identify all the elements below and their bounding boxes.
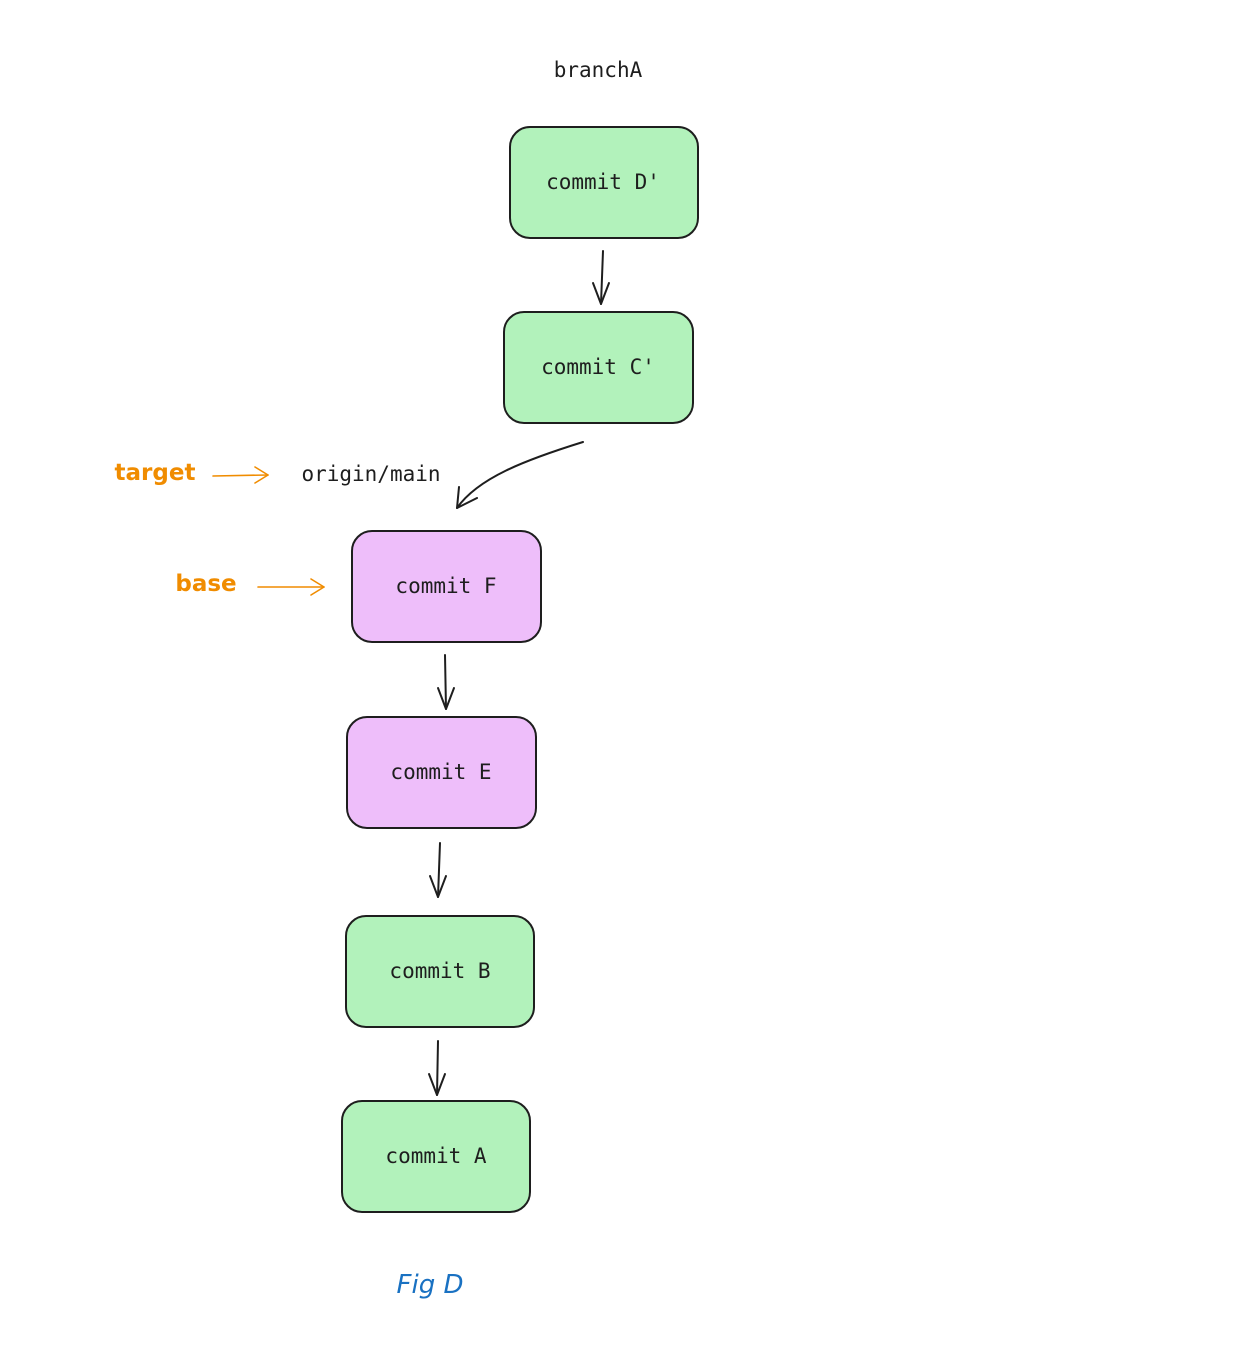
commit-node-b: commit B [345,915,535,1028]
commit-label: commit D' [546,170,660,194]
target-label: target [115,460,196,486]
commit-node-a: commit A [341,1100,531,1213]
branch-label: branchA [554,58,643,82]
commit-node-e: commit E [346,716,537,829]
commit-node-f: commit F [351,530,542,643]
target-pointer: target [115,460,269,486]
commit-node-d-prime: commit D' [509,126,699,239]
commit-label: commit F [395,574,496,598]
commit-label: commit A [385,1144,487,1168]
commit-label: commit E [390,760,491,784]
commit-label: commit C' [541,355,655,379]
base-pointer: base [175,571,325,597]
edge-e-to-b [429,842,447,898]
commit-box [503,311,694,424]
target-arrow [212,466,269,484]
edge-c-prime-to-f [456,441,584,509]
commit-box [345,915,535,1028]
edge-b-to-a [428,1040,446,1096]
origin-main-label: origin/main [301,462,440,486]
commit-label: commit B [389,959,490,983]
base-label: base [175,571,236,597]
commit-box [351,530,542,643]
commit-box [509,126,699,239]
edge-f-to-e [437,654,455,710]
commit-box [341,1100,531,1213]
commit-node-c-prime: commit C' [503,311,694,424]
base-arrow [257,578,325,596]
edge-d-prime-to-c-prime [592,250,610,305]
commit-box [346,716,537,829]
figure-caption: Fig D [397,1270,464,1300]
